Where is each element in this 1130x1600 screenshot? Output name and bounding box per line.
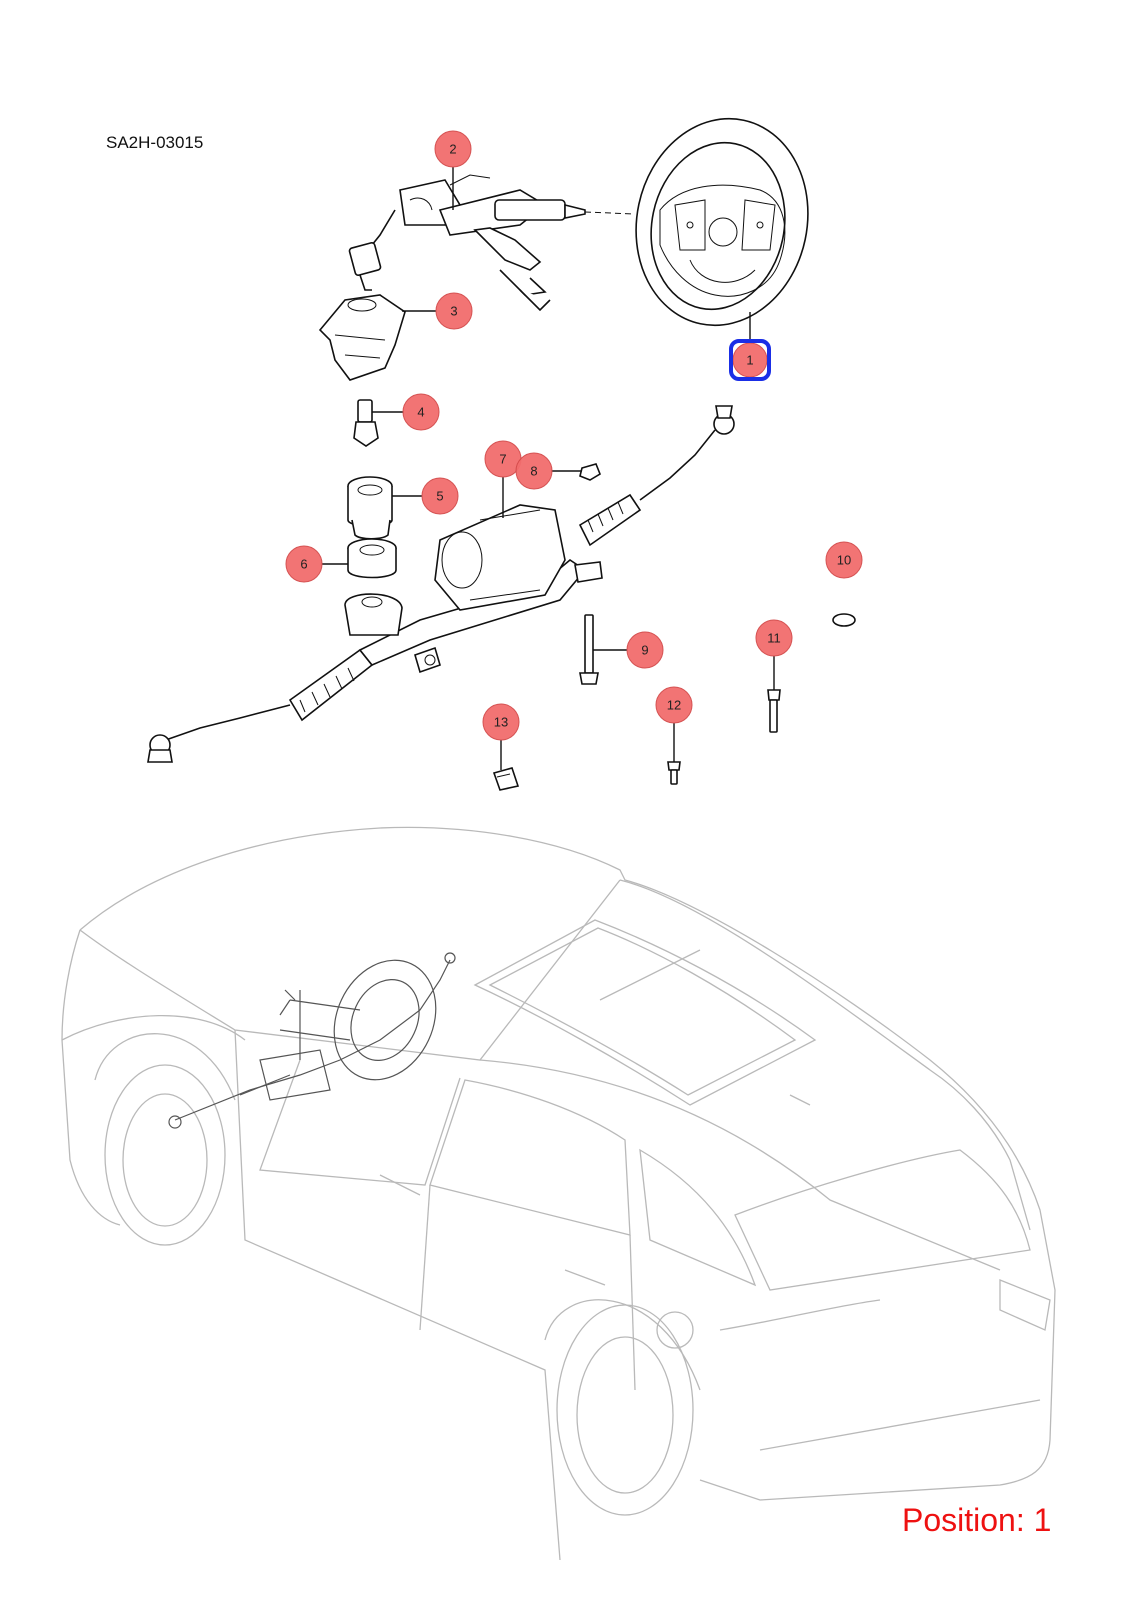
intermediate-shaft-joint[interactable] (353, 399, 379, 447)
small-bolt[interactable] (667, 761, 681, 785)
svg-text:3: 3 (450, 304, 457, 319)
steering-wheel[interactable] (617, 103, 827, 342)
bushing[interactable] (347, 476, 393, 540)
svg-text:4: 4 (417, 405, 424, 420)
bolt[interactable] (767, 689, 781, 733)
selection-outline (729, 339, 771, 381)
svg-text:8: 8 (530, 464, 537, 479)
nut[interactable] (579, 463, 601, 481)
vehicle-outline (61, 826, 1056, 1561)
callout-3[interactable]: 3 (435, 292, 473, 330)
svg-text:9: 9 (641, 643, 648, 658)
drawing-code: SA2H-03015 (106, 133, 204, 152)
position-label: Position: 1 (902, 1502, 1052, 1538)
bearing[interactable] (347, 538, 397, 579)
callout-8[interactable]: 8 (515, 452, 553, 490)
callout-4[interactable]: 4 (402, 393, 440, 431)
callout-9[interactable]: 9 (626, 631, 664, 669)
callout-12[interactable]: 12 (655, 686, 693, 724)
svg-text:10: 10 (837, 553, 851, 568)
column-boot[interactable] (318, 294, 406, 381)
callout-11[interactable]: 11 (755, 619, 793, 657)
callout-6[interactable]: 6 (285, 545, 323, 583)
callout-2[interactable]: 2 (434, 130, 472, 168)
long-bolt[interactable] (579, 614, 599, 685)
svg-text:1: 1 (746, 353, 753, 368)
leader-lines (322, 167, 775, 770)
svg-text:5: 5 (436, 489, 443, 504)
clip[interactable] (492, 767, 520, 791)
svg-text:12: 12 (667, 698, 681, 713)
svg-text:7: 7 (499, 452, 506, 467)
plug[interactable] (832, 613, 856, 627)
steering-rack[interactable] (147, 405, 735, 763)
svg-text:13: 13 (494, 715, 508, 730)
callout-1[interactable]: 1 (729, 339, 771, 381)
svg-text:11: 11 (767, 631, 781, 646)
steering-column[interactable] (348, 174, 636, 312)
callout-10[interactable]: 10 (825, 541, 863, 579)
svg-text:2: 2 (449, 142, 456, 157)
vehicle-steering-location (168, 952, 456, 1129)
callout-13[interactable]: 13 (482, 703, 520, 741)
callout-5[interactable]: 5 (421, 477, 459, 515)
svg-text:6: 6 (300, 557, 307, 572)
